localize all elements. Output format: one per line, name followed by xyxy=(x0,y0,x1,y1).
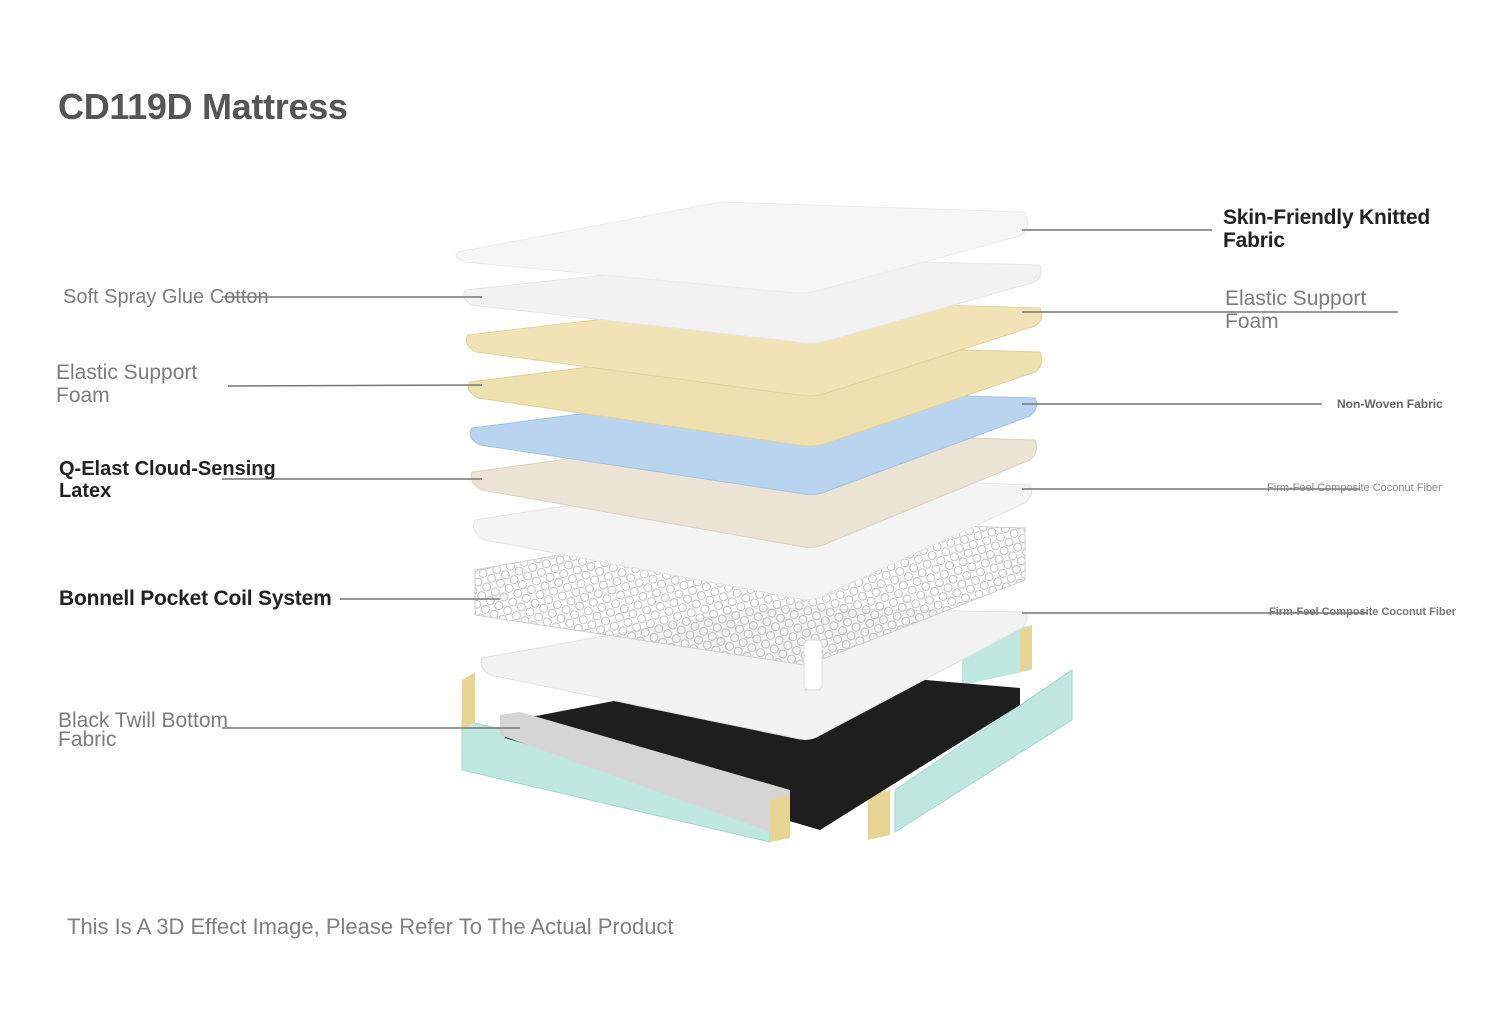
label-coconut-upper-text: Firm-Feel Composite Coconut Fiber xyxy=(1267,482,1442,494)
page-title: CD119D Mattress xyxy=(58,86,348,127)
label-coconut-fiber-upper: Firm-Feel Composite Coconut Fiber xyxy=(1267,482,1442,495)
leader-line-elastic-left xyxy=(227,384,483,387)
label-latex-line2: Latex xyxy=(59,479,112,502)
label-q-elast-latex: Q-Elast Cloud-Sensing Latex xyxy=(59,458,276,502)
disclaimer-text: This Is A 3D Effect Image, Please Refer … xyxy=(67,914,674,939)
label-elastic-support-foam-left: Elastic Support Foam xyxy=(56,361,198,407)
leader-lines-left xyxy=(222,296,520,729)
label-elastic-right-line1: Elastic Support xyxy=(1225,287,1367,310)
cotton-layer xyxy=(463,257,1042,344)
label-non-woven-fabric: Non-Woven Fabric xyxy=(1337,398,1443,411)
foam-layer-upper xyxy=(465,299,1043,397)
fiber-layer-lower xyxy=(480,607,1028,740)
label-bonnell-coil-system: Bonnell Pocket Coil System xyxy=(59,587,332,611)
top-fabric-layer xyxy=(455,201,1029,294)
side-panel-right xyxy=(868,669,1073,840)
label-skin-friendly-knitted-fabric: Skin-Friendly Knitted Fabric xyxy=(1223,206,1430,252)
label-elastic-support-foam-right: Elastic Support Foam xyxy=(1225,287,1367,333)
label-coconut-fiber-lower: Firm-Feel Composite Coconut Fiber xyxy=(1269,606,1457,619)
label-coconut-lower-text: Firm-Feel Composite Coconut Fiber xyxy=(1269,606,1457,618)
label-twill-line1: Black Twill Bottom xyxy=(58,709,228,732)
label-soft-spray-text: Soft Spray Glue Cotton xyxy=(63,286,269,308)
label-elastic-left-line2: Foam xyxy=(56,383,110,407)
label-elastic-left-line1: Elastic Support xyxy=(56,361,198,384)
bottom-fabric-layer xyxy=(505,668,1020,830)
label-elastic-right-line2: Foam xyxy=(1225,309,1279,333)
label-coil-text: Bonnell Pocket Coil System xyxy=(59,587,332,610)
leader-lines-right xyxy=(1022,229,1398,614)
label-black-twill-bottom-fabric: Black Twill Bottom Fabric xyxy=(58,709,228,751)
label-skin-line2: Fabric xyxy=(1223,228,1285,252)
label-skin-line1: Skin-Friendly Knitted xyxy=(1223,206,1430,229)
label-latex-line1: Q-Elast Cloud-Sensing xyxy=(59,458,276,480)
label-soft-spray-glue-cotton: Soft Spray Glue Cotton xyxy=(63,286,269,309)
label-non-woven-text: Non-Woven Fabric xyxy=(1337,397,1443,411)
label-twill-line2: Fabric xyxy=(58,727,117,751)
